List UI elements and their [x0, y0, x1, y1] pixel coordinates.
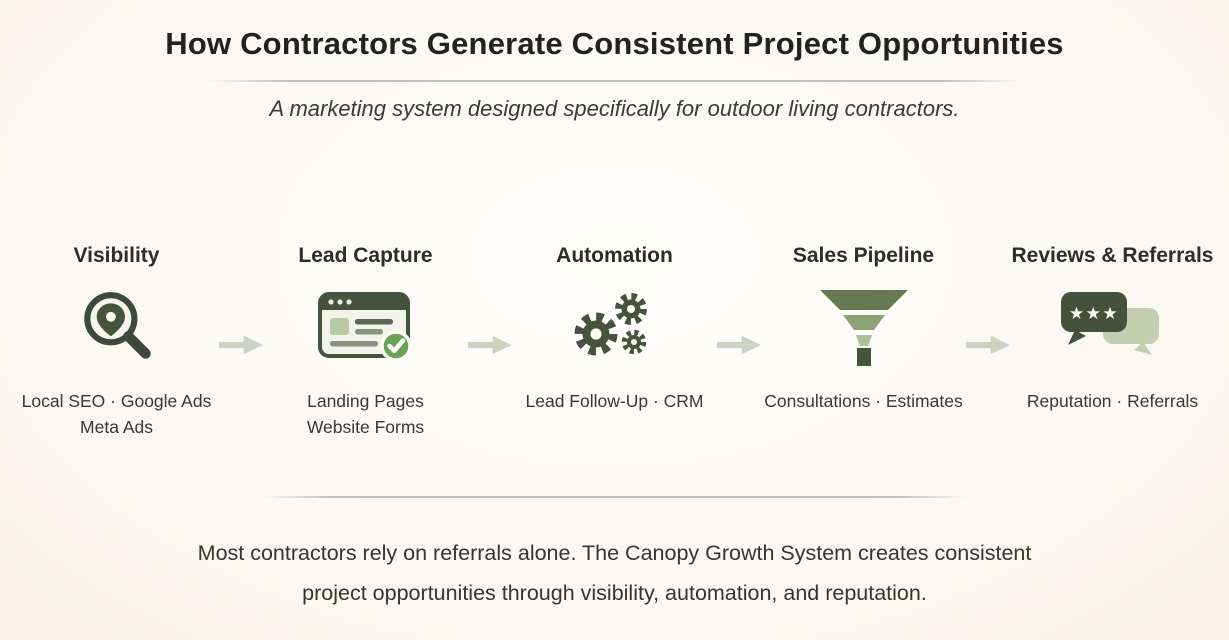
footer-text: Most contractors rely on referrals alone…	[0, 534, 1229, 614]
step-caption: Consultations · Estimates	[761, 388, 966, 414]
page-subtitle: A marketing system designed specifically…	[269, 96, 960, 121]
arrow-right-icon	[468, 332, 512, 358]
caption-line: Landing Pages	[307, 391, 424, 411]
caption-line: Reputation · Referrals	[1026, 391, 1199, 411]
svg-text:★★★: ★★★	[1068, 304, 1118, 324]
caption-line: Meta Ads	[80, 417, 153, 438]
step-label: Sales Pipeline	[792, 244, 935, 267]
caption-line: Website Forms	[306, 417, 425, 438]
gears-icon	[512, 276, 717, 380]
magnifier-pin-icon	[14, 276, 219, 380]
step-caption: Landing Pages Website Forms	[263, 388, 468, 441]
process-flow: Visibility Local SEO · Google Ads Meta A…	[0, 244, 1229, 441]
caption-line: Consultations · Estimates	[764, 391, 963, 411]
step-label: Lead Capture	[298, 244, 433, 267]
arrow-right-icon	[717, 332, 761, 358]
step-caption: Reputation · Referrals	[1010, 388, 1215, 414]
step-caption: Local SEO · Google Ads Meta Ads	[14, 388, 219, 441]
step-label: Reviews & Referrals	[1011, 244, 1214, 267]
step-reviews-referrals: Reviews & Referrals ★★★ Reputation · Ref…	[1010, 244, 1215, 414]
funnel-icon	[761, 276, 966, 380]
arrow-right-icon	[219, 332, 263, 358]
footer-divider	[0, 496, 1229, 498]
arrow-right-icon	[966, 332, 1010, 358]
step-visibility: Visibility Local SEO · Google Ads Meta A…	[14, 244, 219, 441]
step-sales-pipeline: Sales Pipeline Consultations · Estimates	[761, 244, 966, 414]
header-divider	[207, 80, 1022, 82]
landing-page-form-icon	[263, 276, 468, 380]
step-label: Visibility	[73, 244, 160, 267]
step-caption: Lead Follow-Up · CRM	[512, 388, 717, 414]
step-label: Automation	[556, 244, 673, 267]
caption-line: Local SEO · Google Ads	[21, 391, 212, 411]
footer-line: project opportunities through visibility…	[302, 580, 927, 605]
caption-line: Lead Follow-Up · CRM	[525, 391, 704, 411]
step-lead-capture: Lead Capture Landing Pages Website Forms	[263, 244, 468, 441]
footer-line: Most contractors rely on referrals alone…	[197, 541, 1032, 565]
header: How Contractors Generate Consistent Proj…	[0, 26, 1229, 122]
page-title: How Contractors Generate Consistent Proj…	[165, 26, 1064, 61]
step-automation: Automation Lead Follow-Up · CRM	[512, 244, 717, 414]
chat-stars-icon: ★★★	[1010, 276, 1215, 380]
